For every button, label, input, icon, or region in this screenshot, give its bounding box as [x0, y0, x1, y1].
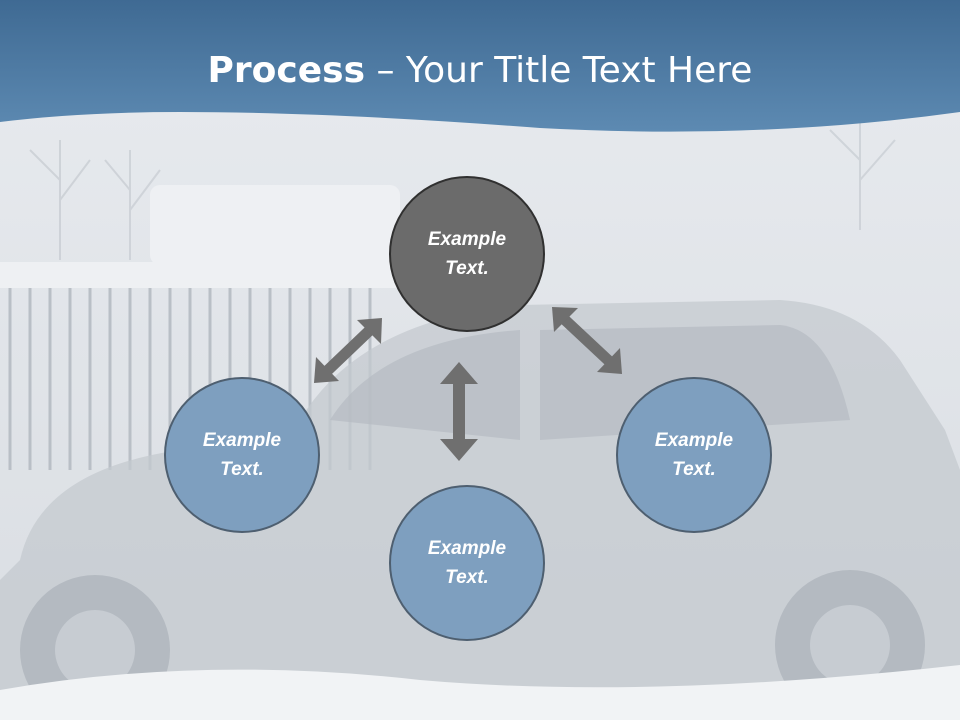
slide-title: Process – Your Title Text Here: [0, 50, 960, 91]
node-top-line1: Example: [427, 229, 507, 250]
node-bottom-line1: Example: [427, 538, 507, 559]
node-right-line1: Example: [654, 430, 734, 451]
node-left-line1: Example: [202, 430, 282, 451]
slide-title-bold: Process: [207, 50, 366, 91]
node-bottom-line2: Text.: [445, 567, 489, 588]
slide-title-rest: – Your Title Text Here: [365, 50, 753, 91]
node-left-line2: Text.: [220, 459, 264, 480]
node-top-line2: Text.: [445, 258, 489, 279]
node-right-line2: Text.: [672, 459, 716, 480]
